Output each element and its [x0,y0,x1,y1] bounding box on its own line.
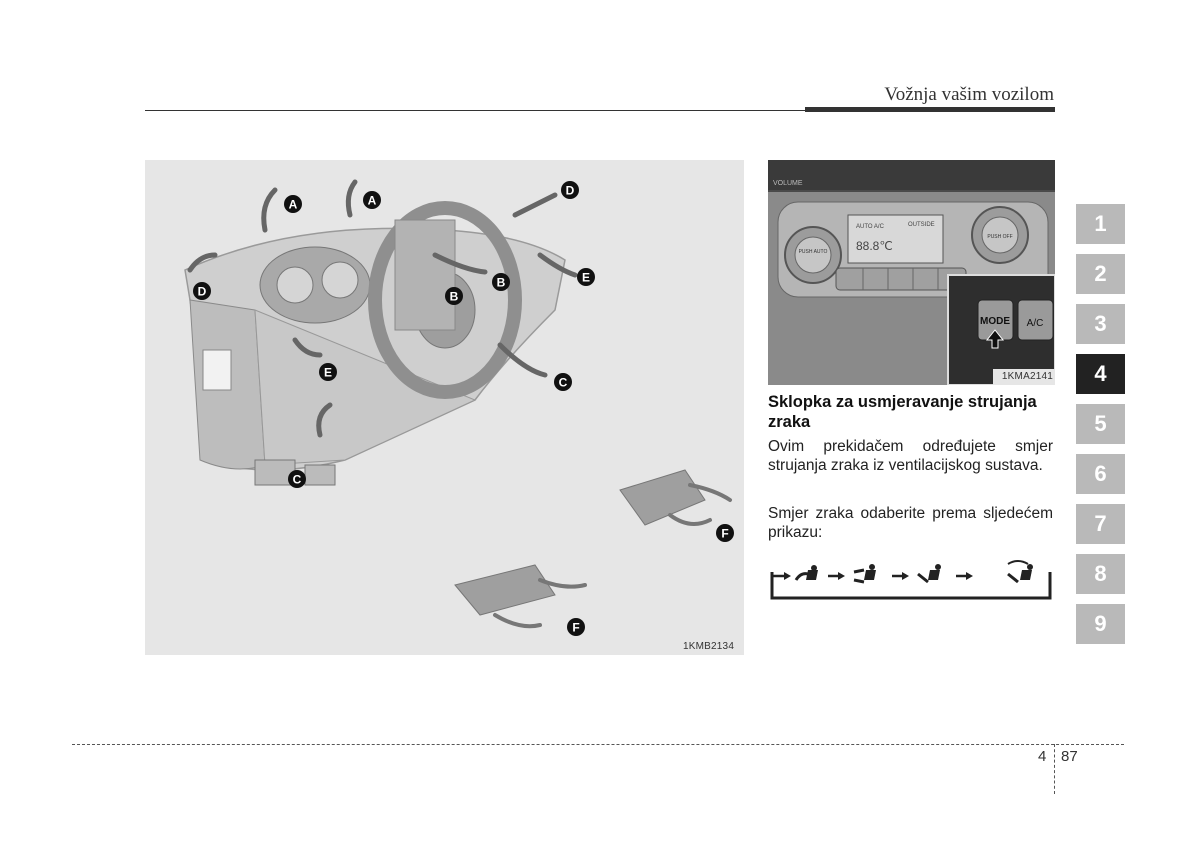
marker-b-1-label: B [497,276,506,290]
chapter-tab-3[interactable]: 3 [1076,304,1125,344]
marker-c-2-label: C [293,473,302,487]
paragraph-2: Smjer zraka odaberite prema sljedećem pr… [768,505,1053,541]
running-header: Vožnja vašim vozilom [884,84,1054,105]
marker-f-2: F [567,618,585,636]
marker-c-1-label: C [559,376,568,390]
marker-d-2: D [193,282,211,300]
chapter-tab-7[interactable]: 7 [1076,504,1125,544]
floor-defrost-icon [1007,560,1033,584]
marker-e-2-label: E [324,366,332,380]
mode-sequence-diagram [768,558,1058,608]
marker-e-2: E [319,363,337,381]
pointer-arrow-icon [985,329,1005,349]
header-rule [145,110,805,111]
marker-e-1-label: E [582,271,590,285]
airflow-label-markers: A A D B B E D E C C F F [193,181,734,636]
push-auto-label: PUSH AUTO [799,249,828,255]
marker-d-1-label: D [566,184,575,198]
footer-divider [1054,744,1055,794]
chapter-tab-8[interactable]: 8 [1076,554,1125,594]
marker-a-2: A [363,191,381,209]
marker-b-2-label: B [450,290,459,304]
paragraph-1: Ovim prekidačem određujete smjer strujan… [768,438,1053,474]
dashboard-illustration: A A D B B E D E C C F F [184,179,734,636]
floor-icon [917,564,941,584]
dashboard-airflow-figure: A A D B B E D E C C F F 1KMB2134 [145,160,744,655]
chapter-tab-9[interactable]: 9 [1076,604,1125,644]
panel-figure-code: 1KMA2141 [1001,371,1053,382]
figure-code: 1KMB2134 [683,641,735,652]
marker-a-1: A [284,195,302,213]
climate-panel-figure: VOLUME PUSH AUTO PUSH OFF AUTO A/C OUTSI… [768,160,1055,385]
marker-b-1: B [492,273,510,291]
marker-c-1: C [554,373,572,391]
bi-level-icon [853,564,876,584]
marker-d-1: D [561,181,579,199]
face-vent-icon [794,565,818,581]
header-rule-accent [805,107,1055,112]
footer-page-number: 87 [1061,748,1078,765]
marker-f-1: F [716,524,734,542]
marker-f-1-label: F [721,527,728,541]
chapter-tab-4[interactable]: 4 [1076,354,1125,394]
outside-label: OUTSIDE [908,222,935,228]
marker-a-1-label: A [289,198,298,212]
climate-panel-illustration: VOLUME PUSH AUTO PUSH OFF AUTO A/C OUTSI… [768,160,1055,385]
marker-f-2-label: F [572,621,579,635]
marker-e-1: E [577,268,595,286]
marker-a-2-label: A [368,194,377,208]
ac-button-label: A/C [1027,318,1044,329]
footer-chapter-number: 4 [1038,748,1047,765]
chapter-tab-5[interactable]: 5 [1076,404,1125,444]
volume-label: VOLUME [773,180,803,187]
mode-button-label: MODE [980,316,1010,327]
push-off-label: PUSH OFF [987,234,1012,240]
footer-rule [72,744,1124,745]
marker-d-2-label: D [198,285,207,299]
auto-ac-label: AUTO A/C [856,224,885,230]
marker-c-2: C [288,470,306,488]
marker-b-2: B [445,287,463,305]
temp-display: 88.8℃ [856,239,893,253]
chapter-tab-6[interactable]: 6 [1076,454,1125,494]
chapter-tab-1[interactable]: 1 [1076,204,1125,244]
chapter-tab-2[interactable]: 2 [1076,254,1125,294]
section-heading: Sklopka za usmjeravanje strujanja zraka [768,393,1037,431]
